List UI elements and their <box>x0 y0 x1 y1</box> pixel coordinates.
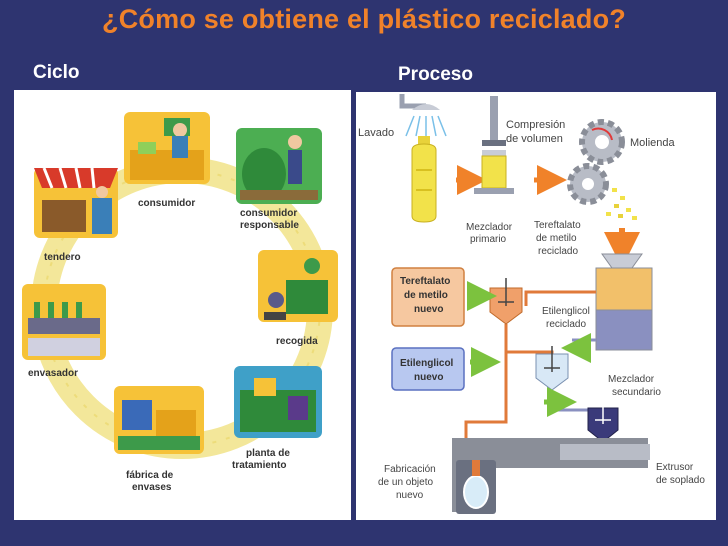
plastic-flakes-icon <box>606 188 637 220</box>
label-fabricacion-1: Fabricación <box>384 464 436 475</box>
label-lavado: Lavado <box>358 127 394 139</box>
plastic-bottle-icon <box>411 136 437 223</box>
label-tereftalato-reciclado-2: de metilo <box>536 233 577 244</box>
feed-mixer-tank <box>535 346 569 391</box>
new-object-mold <box>456 460 496 514</box>
label-planta-1: planta de <box>246 448 290 459</box>
process-panel: Lavado Compresión de volumen Molienda <box>356 92 716 520</box>
label-fabrica-1: fábrica de <box>126 470 174 481</box>
label-extrusor-1: Extrusor <box>656 462 694 473</box>
process-diagram: Lavado Compresión de volumen Molienda <box>358 94 705 514</box>
pipe-reactor-to-primary <box>524 290 596 306</box>
label-mezclador-secundario-1: Mezclador <box>608 374 655 385</box>
label-tereftalato-reciclado-3: reciclado <box>538 246 578 257</box>
container-factory-illustration <box>114 386 204 454</box>
collection-illustration <box>258 250 338 322</box>
label-planta-2: tratamiento <box>232 460 286 471</box>
pipe-primary-to-mold <box>464 324 508 442</box>
secondary-mixer-tank <box>587 398 619 443</box>
label-etilenglicol-nuevo-1: Etilenglicol <box>400 358 454 369</box>
grinding-gears-icon <box>567 119 625 205</box>
label-mezclador-primario-1: Mezclador <box>466 222 513 233</box>
label-fabricacion-2: de un objeto <box>378 477 433 488</box>
new-tereftalato-box <box>391 267 465 327</box>
new-etilenglicol-box <box>391 347 465 391</box>
compression-press-icon <box>474 96 514 194</box>
process-header: Proceso <box>398 64 473 85</box>
label-tereftalato-nuevo-2: de metilo <box>404 290 448 301</box>
primary-mixer-tank <box>489 278 523 325</box>
packager-illustration <box>22 284 106 360</box>
label-tereftalato-reciclado-1: Tereftalato <box>534 220 581 231</box>
label-consumidor-responsable-2: responsable <box>240 220 299 231</box>
label-compresion-1: Compresión <box>506 119 565 131</box>
label-tendero: tendero <box>44 252 81 263</box>
recycled-tereftalato-reactor <box>595 253 653 351</box>
treatment-plant-illustration <box>234 366 322 438</box>
slide-title: ¿Cómo se obtiene el plástico reciclado? <box>102 4 626 34</box>
consumer-illustration <box>124 112 210 184</box>
label-fabrica-2: envases <box>132 482 172 493</box>
label-mezclador-primario-2: primario <box>470 234 507 245</box>
responsible-consumer-illustration <box>236 128 322 204</box>
label-extrusor-2: de soplado <box>656 475 705 486</box>
label-mezclador-secundario-2: secundario <box>612 387 661 398</box>
label-molienda: Molienda <box>630 137 676 149</box>
label-consumidor-responsable-1: consumidor <box>240 208 297 219</box>
label-tereftalato-nuevo-3: nuevo <box>414 304 443 315</box>
cycle-diagram: consumidor consumidor responsable recogi… <box>22 112 338 493</box>
label-etilenglicol-reciclado-2: reciclado <box>546 319 586 330</box>
label-fabricacion-3: nuevo <box>396 490 424 501</box>
label-recogida: recogida <box>276 336 318 347</box>
cycle-panel: consumidor consumidor responsable recogi… <box>14 90 351 520</box>
label-compresion-2: de volumen <box>506 133 563 145</box>
shopkeeper-illustration <box>34 167 118 238</box>
cycle-header: Ciclo <box>33 62 80 83</box>
label-consumidor: consumidor <box>138 198 195 209</box>
label-envasador: envasador <box>28 368 78 379</box>
label-etilenglicol-reciclado-1: Etilenglicol <box>542 306 590 317</box>
label-tereftalato-nuevo-1: Tereftalato <box>400 276 450 287</box>
label-etilenglicol-nuevo-2: nuevo <box>414 372 443 383</box>
washing-shower-icon <box>399 94 447 137</box>
